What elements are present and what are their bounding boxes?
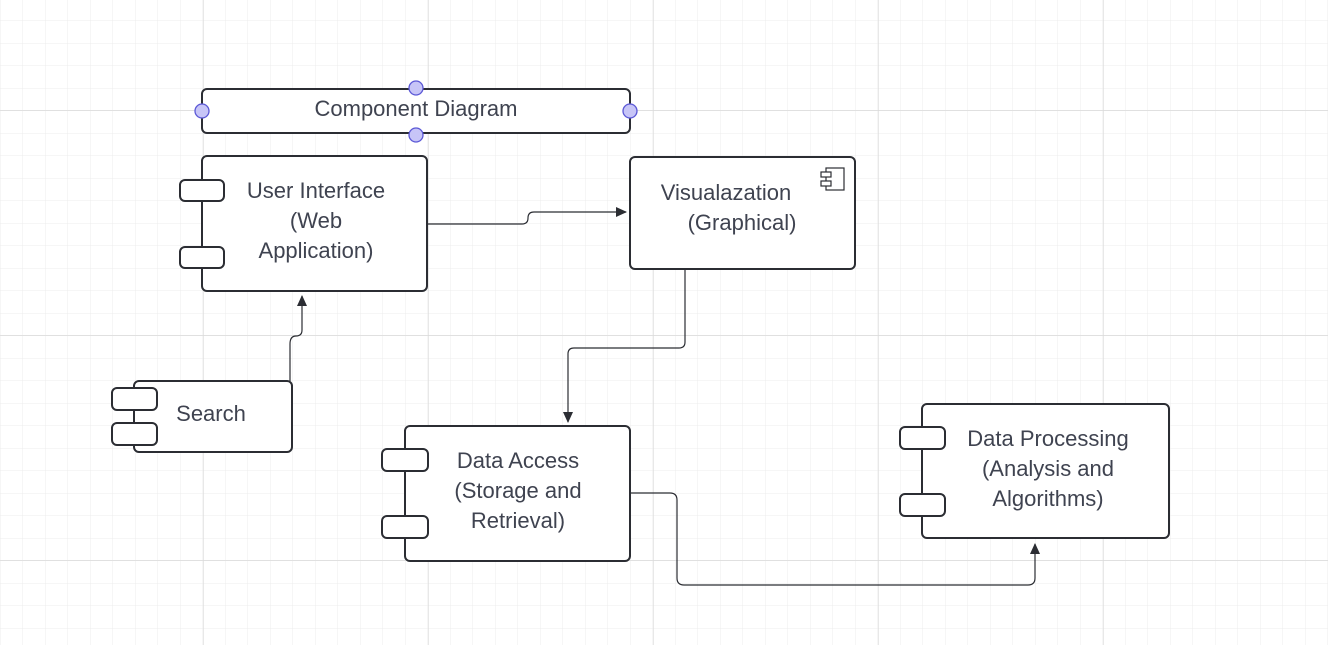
component-port	[381, 448, 429, 472]
component-user-interface[interactable]: User Interface (Web Application)	[179, 155, 428, 292]
diagram-title: Component Diagram	[315, 96, 518, 121]
connector-ui-to-visualization[interactable]	[428, 207, 627, 225]
component-label-line: Data Processing	[967, 426, 1128, 451]
component-port	[179, 246, 225, 269]
connector-data-access-to-processing[interactable]	[631, 492, 1040, 586]
component-search[interactable]: Search	[111, 380, 293, 453]
component-port	[899, 426, 946, 450]
component-icon	[820, 167, 845, 191]
component-label-line: Application)	[259, 238, 374, 263]
component-visualization[interactable]: Visualazation (Graphical)	[629, 156, 856, 270]
component-label-line: (Graphical)	[688, 210, 797, 235]
component-port	[899, 493, 946, 517]
connector-visualization-to-data-access[interactable]	[563, 270, 686, 423]
component-port	[381, 515, 429, 539]
component-label-line: Data Access	[457, 448, 579, 473]
resize-handle-bottom[interactable]	[408, 127, 424, 143]
component-label-line: Algorithms)	[992, 486, 1103, 511]
component-port	[111, 422, 158, 446]
component-label-line: (Web	[290, 208, 342, 233]
component-label-line: (Storage and	[454, 478, 581, 503]
resize-handle-right[interactable]	[622, 103, 638, 119]
resize-handle-top[interactable]	[408, 80, 424, 96]
connector-search-to-ui[interactable]	[289, 295, 307, 381]
resize-handle-left[interactable]	[194, 103, 210, 119]
component-label-line: (Analysis and	[982, 456, 1114, 481]
component-label-line: User Interface	[247, 178, 385, 203]
component-port	[111, 387, 158, 411]
component-label-line: Retrieval)	[471, 508, 565, 533]
component-label-line: Visualazation	[661, 180, 791, 205]
component-data-access[interactable]: Data Access (Storage and Retrieval)	[381, 425, 631, 562]
component-label-line: Search	[176, 401, 246, 426]
component-port	[179, 179, 225, 202]
component-data-processing[interactable]: Data Processing (Analysis and Algorithms…	[899, 403, 1170, 539]
title-box[interactable]: Component Diagram	[194, 80, 638, 143]
